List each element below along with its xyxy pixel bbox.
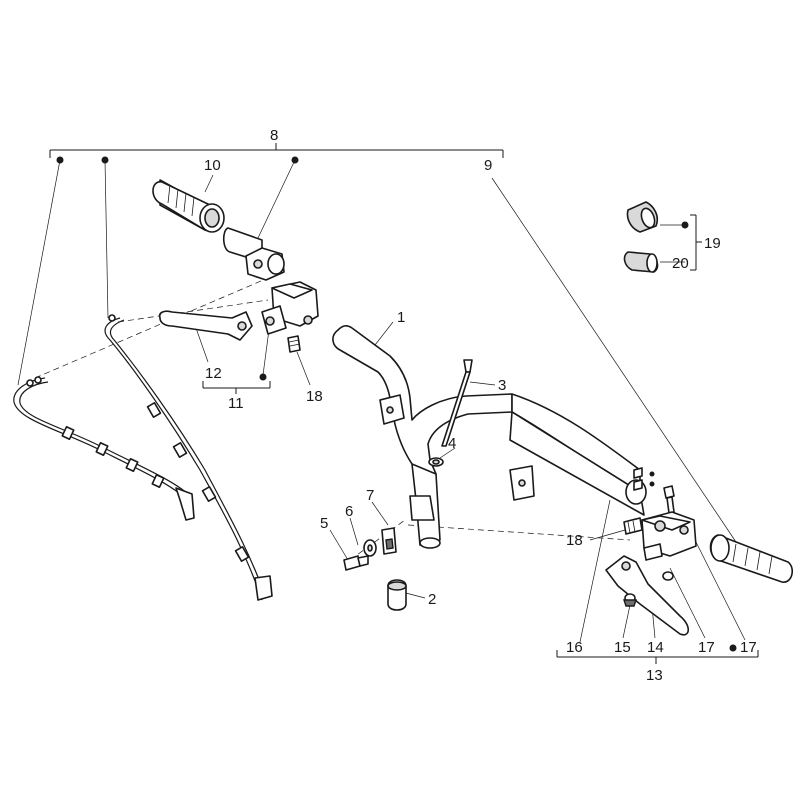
callout-4: 4 [448, 435, 456, 452]
nut [428, 457, 444, 467]
left-master-cylinder [261, 281, 319, 335]
callout-14: 14 [647, 639, 664, 656]
callout-3: 3 [498, 377, 506, 394]
group-bracket-19-20 [690, 214, 702, 271]
brake-switch-right [623, 517, 643, 535]
ref-dot [649, 481, 655, 487]
alignment-lines [34, 277, 631, 561]
callout-13: 13 [646, 667, 663, 684]
lever-pivot-parts [623, 571, 674, 607]
callout-6: 6 [345, 503, 353, 520]
ref-dot [681, 221, 689, 229]
screw [343, 555, 369, 571]
callout-5: 5 [320, 515, 328, 532]
right-brake-lever [605, 555, 690, 636]
callout-16: 16 [566, 639, 583, 656]
brake-switch-left [287, 335, 301, 353]
ref-dot [649, 471, 655, 477]
ref-dot [729, 644, 737, 652]
callout-17-b: 17 [740, 639, 757, 656]
right-master-cylinder [641, 511, 697, 561]
right-small-screws [633, 467, 655, 491]
throttle-assembly [222, 227, 285, 281]
callout-7: 7 [366, 487, 374, 504]
callout-2: 2 [428, 591, 436, 608]
callout-17-a: 17 [698, 639, 715, 656]
bar-end-weight [387, 579, 407, 611]
callout-12: 12 [205, 365, 222, 382]
long-bolt [441, 359, 473, 447]
callout-1: 1 [397, 309, 405, 326]
callout-10: 10 [204, 157, 221, 174]
left-brake-lever [158, 310, 253, 341]
grip-insert-20 [623, 251, 659, 273]
group-bracket-11 [202, 381, 271, 394]
callout-18-right: 18 [566, 532, 583, 549]
throttle-cable [104, 314, 273, 601]
handlebar [332, 325, 647, 549]
callout-20: 20 [672, 255, 689, 272]
callout-9: 9 [484, 157, 492, 174]
clip [381, 527, 397, 555]
left-grip [152, 179, 225, 233]
right-grip [709, 534, 794, 583]
callout-18-left: 18 [306, 388, 323, 405]
grip-insert-19 [626, 201, 659, 233]
ref-dot [259, 373, 267, 381]
callout-15: 15 [614, 639, 631, 656]
callout-8: 8 [270, 127, 278, 144]
right-bolt [663, 485, 675, 514]
group-bracket-8 [49, 143, 504, 158]
rear-brake-cable [13, 376, 195, 521]
callout-19: 19 [704, 235, 721, 252]
washer [363, 539, 377, 557]
callout-11: 11 [228, 395, 244, 412]
group-bracket-13 [556, 650, 759, 664]
